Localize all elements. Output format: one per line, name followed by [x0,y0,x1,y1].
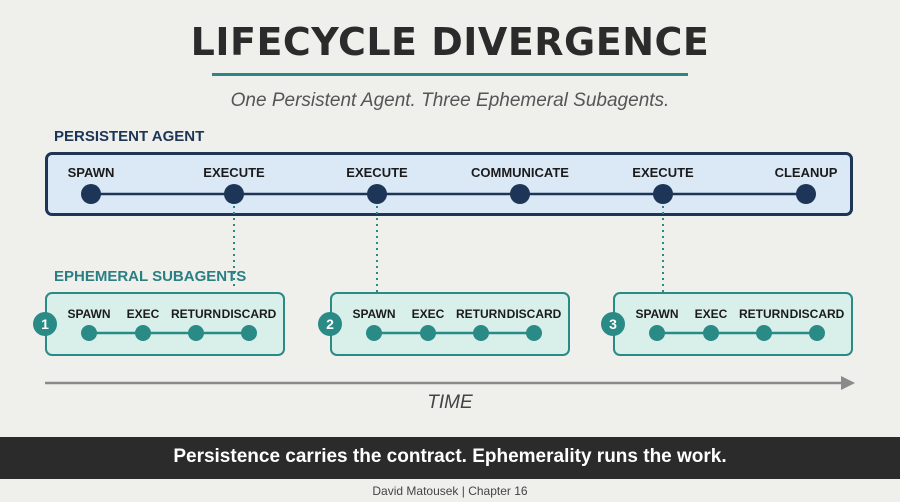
persistent-stage-node [796,184,816,204]
persistent-stage-label: EXECUTE [203,165,265,180]
subagent-number-badge [318,312,342,336]
subagent-number-label: 2 [326,316,334,332]
subagent-stage-node [649,325,665,341]
subagent-stage-label: RETURN [171,307,221,321]
subagent-stage-node [366,325,382,341]
persistent-agent-label: PERSISTENT AGENT [54,128,205,145]
persistent-stage-node [510,184,530,204]
author-credit: David Matousek | Chapter 16 [372,484,528,498]
subagent-stage-node [526,325,542,341]
persistent-agent-timeline [45,152,853,216]
persistent-stage-node [81,184,101,204]
subagent-stage-node [809,325,825,341]
subagent-number-badge [33,312,57,336]
subagent-stage-node [703,325,719,341]
subagent-stage-label: RETURN [456,307,506,321]
subagent-1-box [45,292,285,356]
subagent-stage-label: EXEC [695,307,728,321]
subagent-number-label: 1 [41,316,49,332]
subagent-number-label: 3 [609,316,617,332]
subagent-stage-label: SPAWN [352,307,395,321]
subagent-stage-label: RETURN [739,307,789,321]
subagent-stage-node [188,325,204,341]
time-axis-label: TIME [427,392,473,413]
subagent-stage-label: SPAWN [635,307,678,321]
subagent-stage-node [135,325,151,341]
persistent-stage-node [224,184,244,204]
subagent-stage-label: EXEC [127,307,160,321]
persistent-stage-label: EXECUTE [632,165,694,180]
ephemeral-subagents-label: EPHEMERAL SUBAGENTS [54,268,247,285]
title-underline [212,73,688,76]
footer-banner [0,437,900,479]
footer-tagline: Persistence carries the contract. Epheme… [173,446,727,467]
subagent-number-badge [601,312,625,336]
subagent-stage-node [756,325,772,341]
persistent-stage-label: COMMUNICATE [471,165,569,180]
persistent-stage-label: EXECUTE [346,165,408,180]
subagent-stage-label: DISCARD [222,307,277,321]
subagent-stage-label: SPAWN [67,307,110,321]
subagent-stage-node [473,325,489,341]
subagent-stage-node [420,325,436,341]
page-subtitle: One Persistent Agent. Three Ephemeral Su… [230,90,670,111]
page-title: LIFECYCLE DIVERGENCE [190,20,710,64]
persistent-stage-label: CLEANUP [775,165,838,180]
persistent-stage-node [367,184,387,204]
subagent-3-box [613,292,853,356]
subagent-stage-label: DISCARD [507,307,562,321]
time-axis-arrowhead [841,376,855,390]
subagent-stage-label: DISCARD [790,307,845,321]
subagent-stage-node [81,325,97,341]
subagent-2-box [330,292,570,356]
subagent-stage-label: EXEC [412,307,445,321]
persistent-stage-label: SPAWN [68,165,115,180]
persistent-stage-node [653,184,673,204]
subagent-stage-node [241,325,257,341]
